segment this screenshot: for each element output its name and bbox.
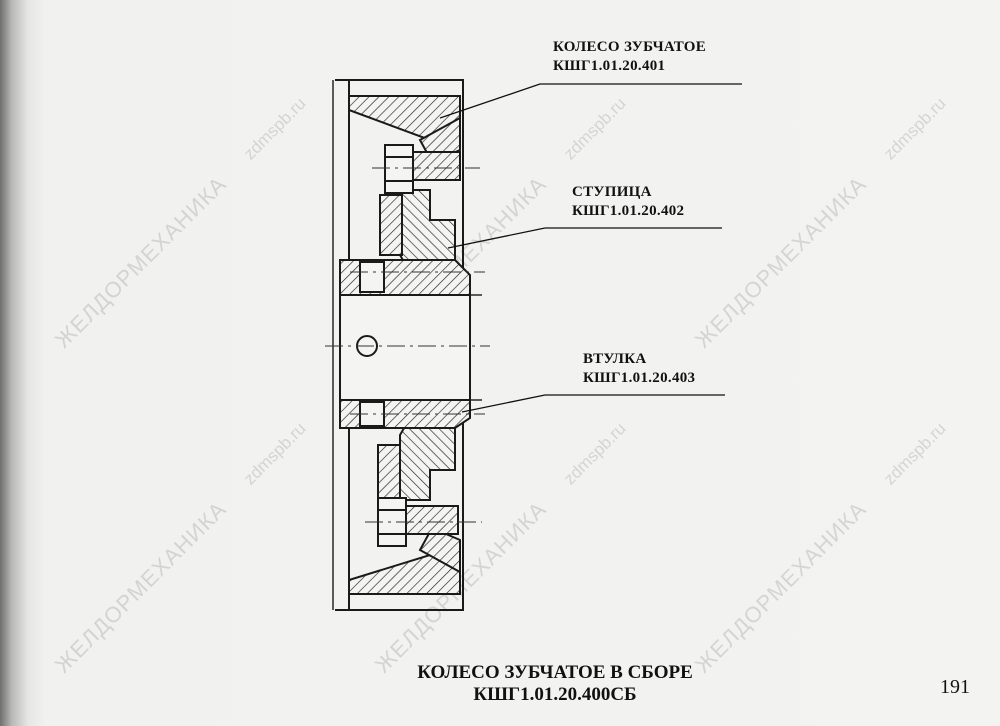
hub-section-bottom (399, 417, 456, 501)
callout-name: КОЛЕСО ЗУБЧАТОЕ (553, 39, 707, 55)
callout-gear-wheel: КОЛЕСО ЗУБЧАТОЕ КШГ1.01.20.401 (553, 38, 706, 76)
title-line-1: КОЛЕСО ЗУБЧАТОЕ В СБОРЕ (417, 662, 693, 683)
callout-code: КШГ1.01.20.403 (583, 370, 696, 386)
gear-web-bottom (418, 526, 461, 574)
hub-flange-bottom (377, 444, 401, 499)
callout-code: КШГ1.01.20.401 (553, 58, 666, 74)
bolt-shank-bottom (405, 505, 459, 535)
leader-line-bushing (461, 394, 546, 413)
bolt-shank-top (412, 151, 461, 181)
page-number: 191 (940, 676, 970, 698)
callout-name: ВТУЛКА (583, 351, 647, 367)
hub-flange-top (379, 194, 403, 256)
leader-line-gear (439, 83, 541, 119)
callout-name: СТУПИЦА (572, 184, 652, 200)
bolt-head-top (384, 144, 414, 194)
drawing-title: КОЛЕСО ЗУБЧАТОЕ В СБОРЕ КШГ1.01.20.400СБ (395, 662, 715, 706)
callout-hub: СТУПИЦА КШГ1.01.20.402 (572, 183, 684, 221)
callout-bushing: ВТУЛКА КШГ1.01.20.403 (583, 350, 695, 388)
leader-line-hub (447, 227, 546, 249)
callout-code: КШГ1.01.20.402 (572, 203, 685, 219)
title-line-2: КШГ1.01.20.400СБ (473, 684, 637, 705)
